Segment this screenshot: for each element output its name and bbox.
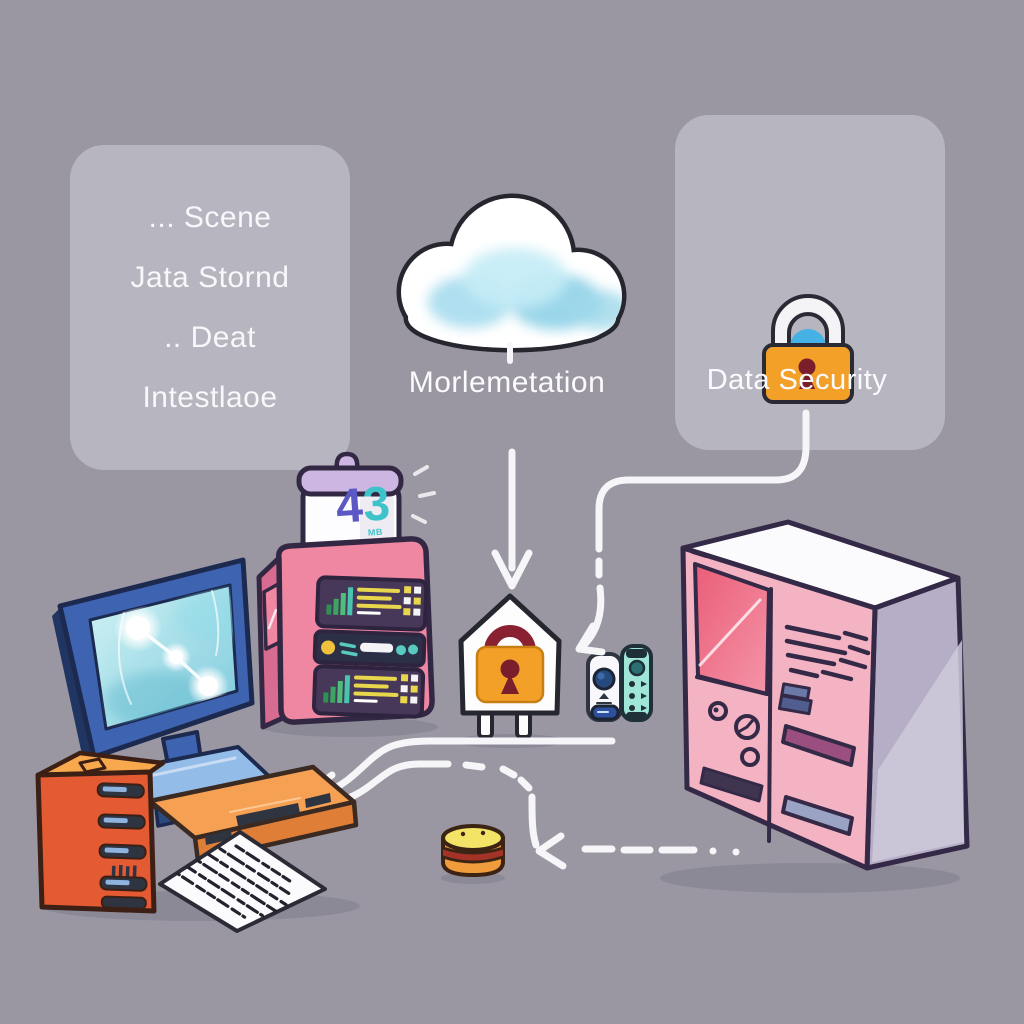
security-label: Data Security xyxy=(706,364,888,396)
jar-value: 43 MB xyxy=(334,477,393,538)
info-line: Jata Stornd xyxy=(130,260,290,294)
remote-icon xyxy=(620,644,653,722)
left-info-panel: ... Scene Jata Stornd .. Deat Intestlaoe xyxy=(70,145,350,470)
monitor-icon xyxy=(52,557,279,828)
cloud-icon xyxy=(396,193,627,353)
flow-arrow-cloud-to-house xyxy=(491,448,533,590)
jar-digit: 3 xyxy=(361,477,393,532)
sparkle-icon xyxy=(411,465,436,524)
computer-tower-icon xyxy=(35,750,166,914)
info-line: Intestlaoe xyxy=(142,380,278,414)
flow-arrow-dashed xyxy=(581,845,740,856)
cabinet-icon xyxy=(680,519,970,871)
cloud-label: Morlemetation xyxy=(408,366,606,399)
dongle-icon xyxy=(586,652,623,722)
document-icon xyxy=(158,830,327,933)
jar-digit: 4 xyxy=(334,479,366,534)
house-lock-icon xyxy=(458,593,562,739)
flow-arrows xyxy=(300,342,810,870)
info-line: .. Deat xyxy=(164,320,256,354)
flow-line-security-to-devices xyxy=(575,409,810,656)
database-icon xyxy=(441,824,505,877)
padlock-icon xyxy=(762,294,854,404)
cabinet-text-dashes xyxy=(784,624,871,682)
server-rack-icon xyxy=(256,536,435,730)
jar-unit: MB xyxy=(367,526,384,538)
info-line: ... Scene xyxy=(148,200,272,234)
